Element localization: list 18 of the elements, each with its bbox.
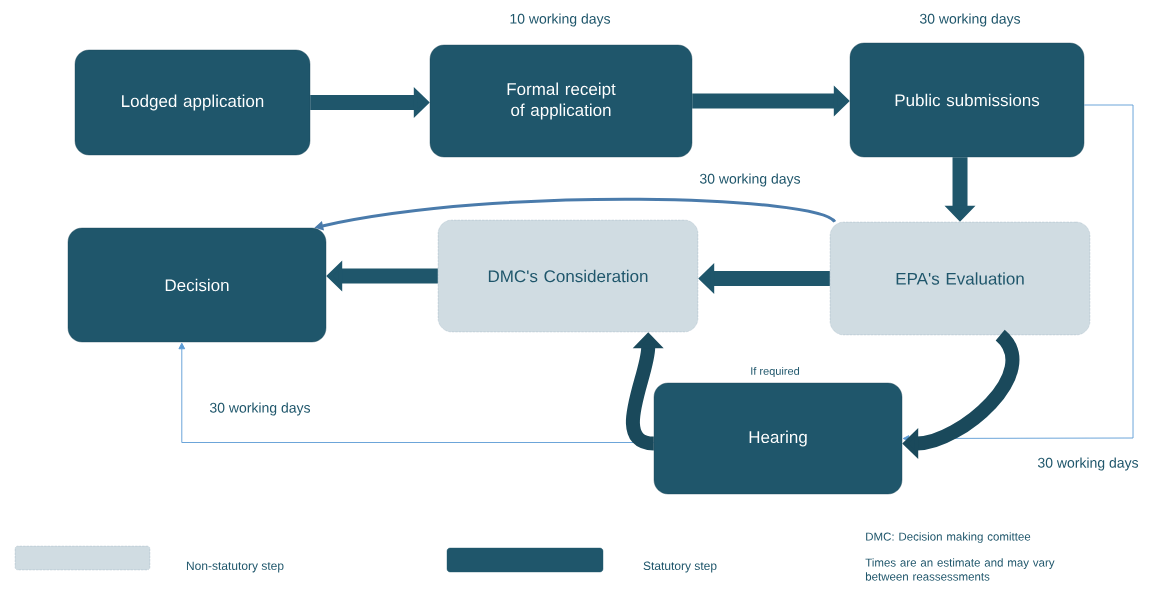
non-statutory-step-box: EPA's Evaluation: [829, 221, 1091, 336]
non-statutory-step-box: DMC's Consideration: [437, 219, 699, 333]
note-text: Times are an estimate and may vary between reassessments: [865, 558, 1055, 581]
connector-arrow: [902, 104, 1134, 442]
edge-label: 30 working days: [1037, 457, 1139, 471]
legend-label: Non-statutory step: [186, 561, 284, 573]
duration-label: If required: [751, 366, 800, 378]
statutory-step-box: Public submissions: [849, 42, 1085, 158]
statutory-step-box: Lodged application: [74, 49, 311, 156]
edge-label: 30 working days: [699, 173, 801, 187]
duration-label: 10 working days: [510, 13, 611, 27]
statutory-step-box: Formal receipt of application: [429, 44, 693, 158]
note-text: DMC: Decision making comittee: [866, 532, 1031, 543]
edge-label: 30 working days: [209, 402, 311, 416]
duration-label: 30 working days: [919, 13, 1021, 27]
legend-label: Statutory step: [643, 561, 717, 573]
statutory-step-box: Hearing: [653, 382, 903, 495]
statutory-step-box: Decision: [67, 227, 327, 343]
